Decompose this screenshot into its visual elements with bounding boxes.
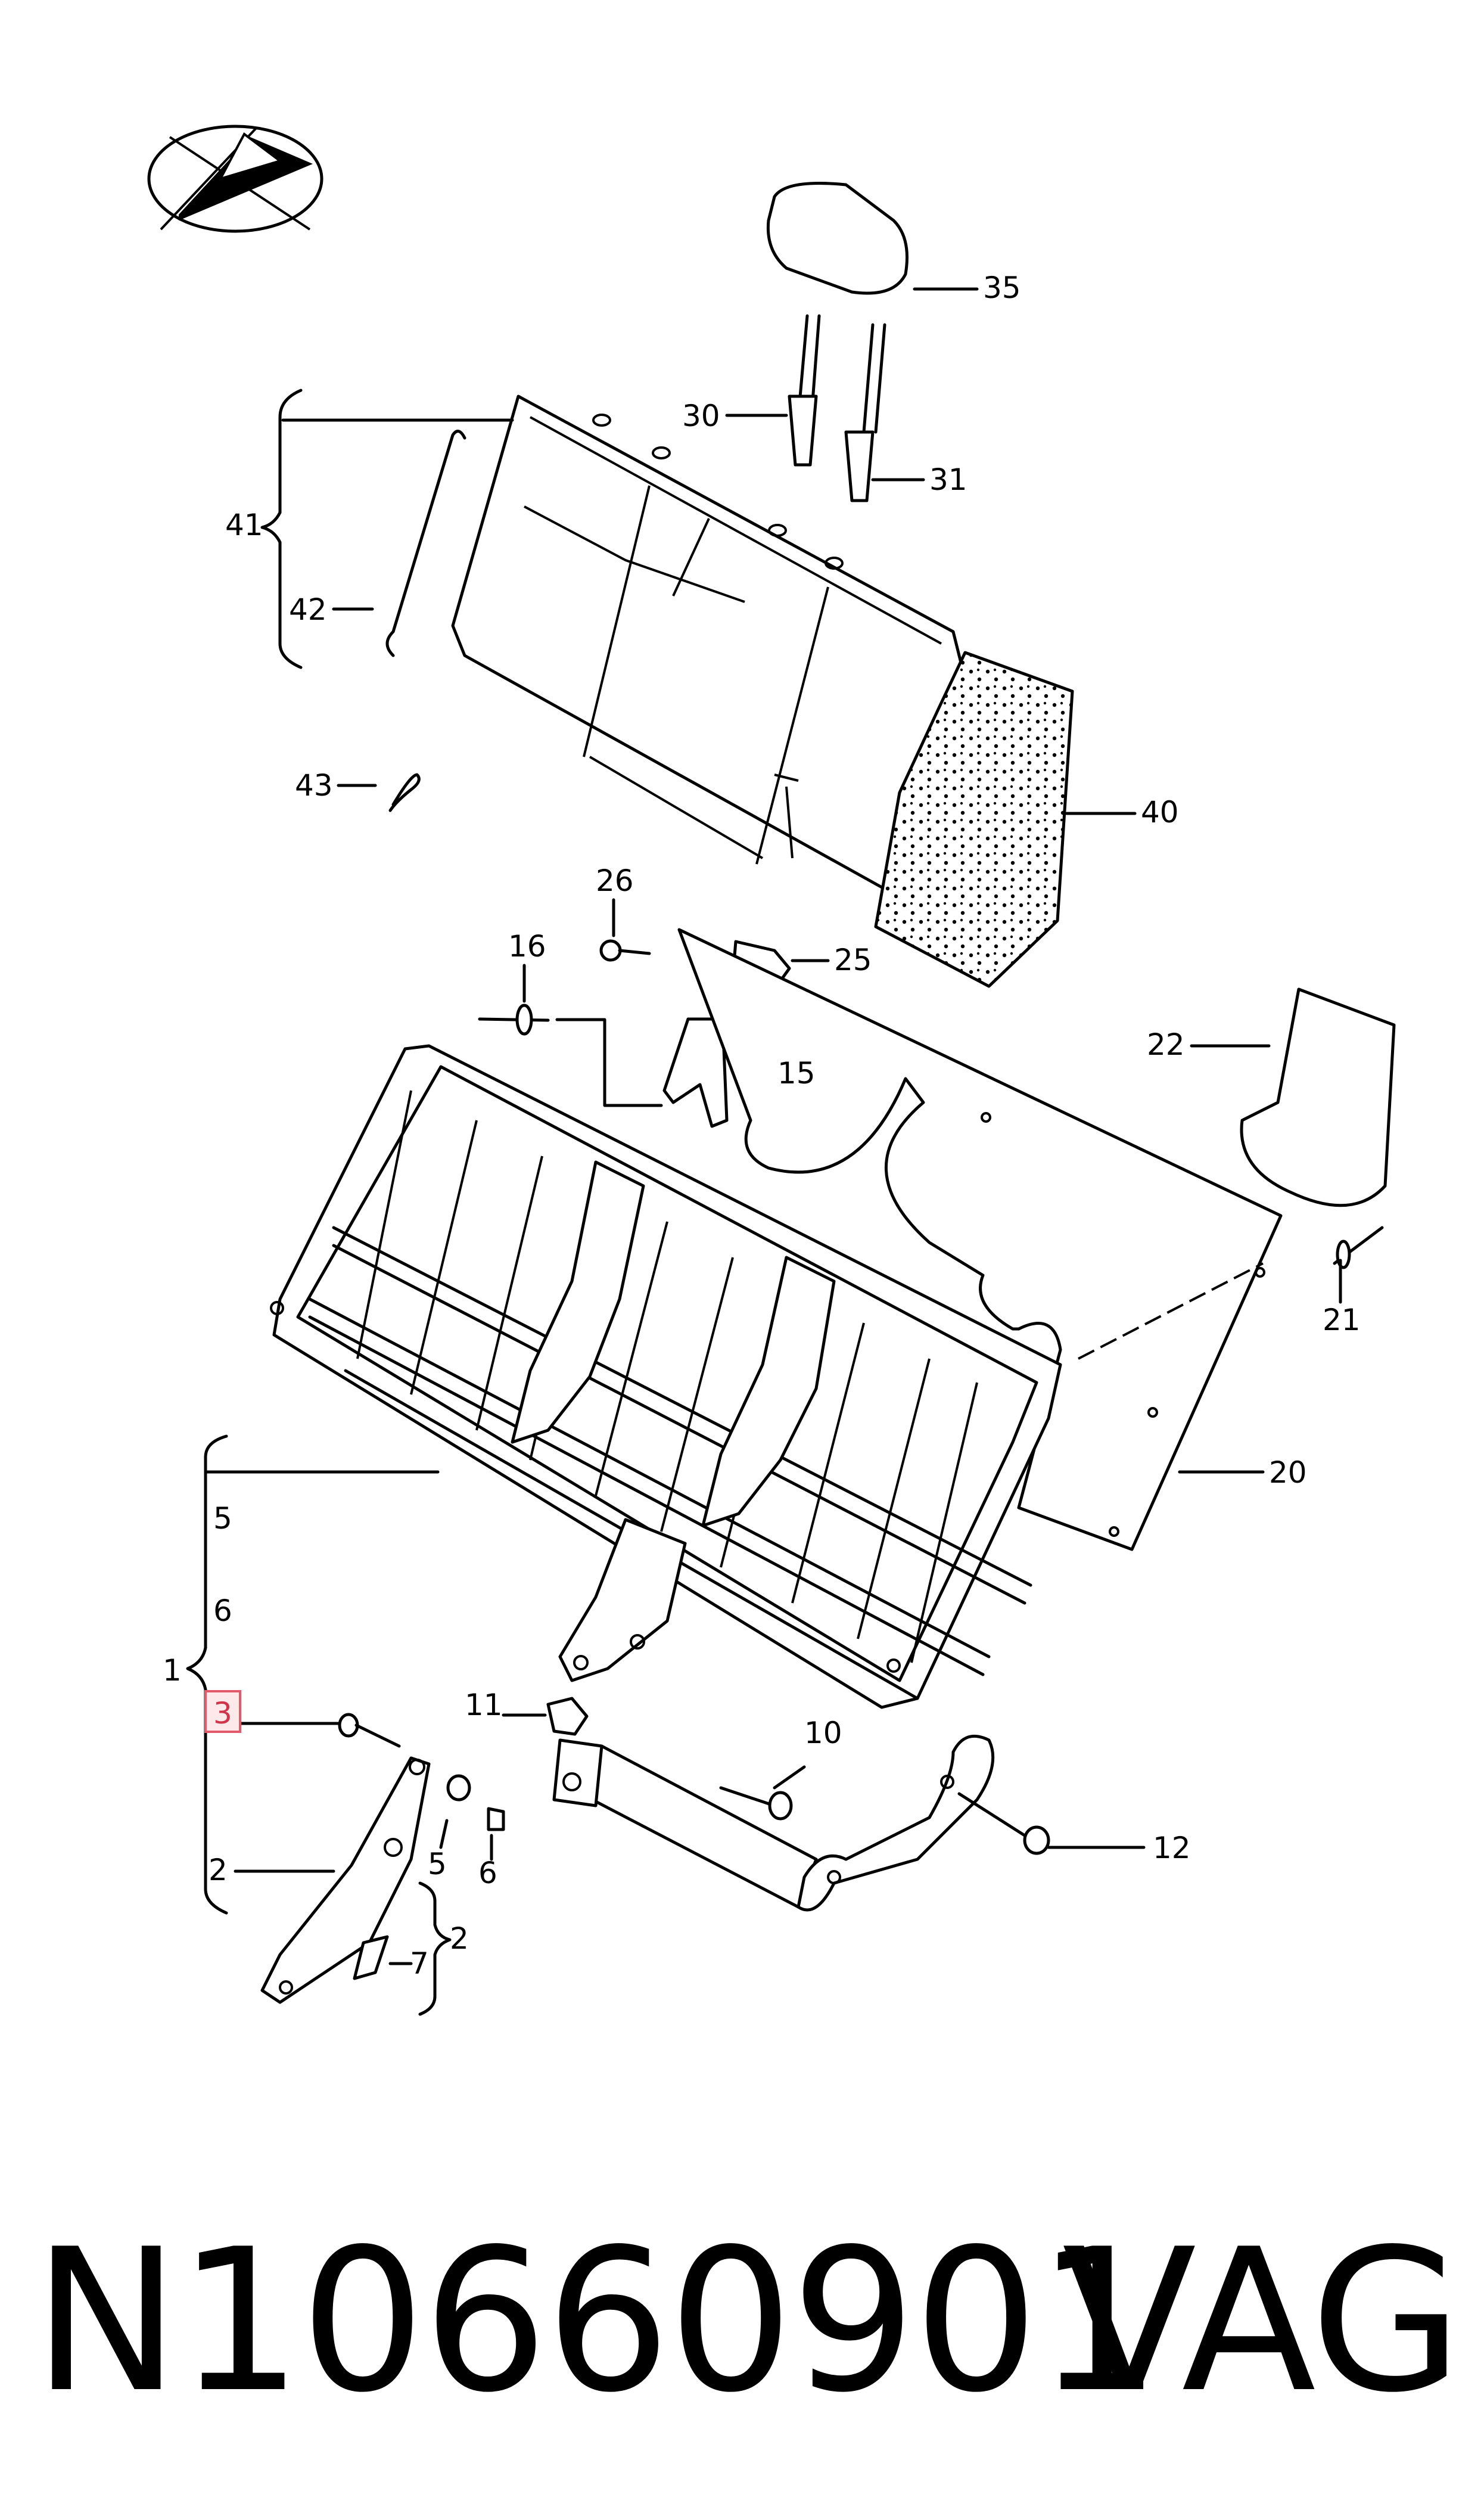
headrest-guide-left — [725, 395, 818, 467]
clip — [337, 773, 421, 812]
callout-1: 1 — [163, 1653, 182, 1688]
callout-22: 22 — [1147, 1027, 1185, 1062]
callout-3: 3 — [213, 1696, 232, 1731]
rivet-16 — [478, 964, 663, 1107]
callout-21: 21 — [1323, 1303, 1361, 1337]
bracket-2 — [418, 1881, 452, 2016]
backrest-panel-20 — [677, 928, 1283, 1551]
callout-26: 26 — [596, 864, 634, 898]
callout-6-a: 6 — [213, 1594, 232, 1628]
headrest-guide-right — [844, 430, 925, 502]
bracket-41 — [260, 389, 514, 669]
callout-5-b: 5 — [428, 1847, 447, 1881]
callout-16: 16 — [508, 929, 546, 964]
bolt-26 — [599, 898, 651, 962]
brand-name: VAG — [1062, 2207, 1463, 2436]
part-number: N10660901 — [33, 2207, 1162, 2436]
callout-11: 11 — [465, 1688, 503, 1722]
callout-31: 31 — [929, 462, 967, 497]
callout-7: 7 — [410, 1946, 429, 1981]
callout-6-b: 6 — [478, 1856, 497, 1890]
callout-30: 30 — [682, 399, 720, 433]
backrest-cover — [451, 395, 967, 896]
washer-5 — [439, 1774, 471, 1849]
hinge-plate-2 — [234, 1756, 431, 2004]
callout-labels: 35 30 31 41 42 43 40 26 25 16 15 22 21 2… — [163, 271, 1361, 1981]
callout-5-a: 5 — [213, 1501, 232, 1536]
backrest-padding — [874, 651, 1137, 988]
bracket-1 — [186, 1434, 228, 1915]
backrest-panel-22 — [1190, 987, 1396, 1207]
callout-40: 40 — [1141, 795, 1179, 830]
cap-6 — [487, 1807, 505, 1861]
callout-35: 35 — [983, 271, 1021, 305]
hinge-lower — [558, 1518, 687, 1682]
rivet-21 — [1333, 1226, 1384, 1304]
bolt-10 — [719, 1765, 806, 1821]
nut-11 — [502, 1697, 589, 1736]
callout-10: 10 — [804, 1716, 842, 1750]
direction-arrow-icon — [147, 125, 323, 233]
callout-3-highlight — [204, 1690, 241, 1733]
callout-20: 20 — [1269, 1455, 1307, 1490]
callout-42: 42 — [289, 592, 327, 627]
callout-2-b: 2 — [450, 1921, 469, 1956]
backrest-frame — [204, 1044, 1062, 1709]
callout-2-a: 2 — [209, 1853, 228, 1887]
callout-25: 25 — [834, 943, 872, 977]
axle — [552, 1734, 995, 1912]
callout-15: 15 — [777, 1056, 816, 1091]
bolt-12 — [957, 1792, 1146, 1855]
callout-12: 12 — [1153, 1831, 1191, 1865]
parts-diagram: 35 30 31 41 42 43 40 26 25 16 15 22 21 2… — [147, 125, 1396, 2016]
bolt-3 — [239, 1713, 401, 1748]
callout-43: 43 — [295, 768, 333, 803]
piece-7 — [353, 1935, 413, 1980]
callout-41: 41 — [225, 508, 263, 542]
exploded-view-drawing: 35 30 31 41 42 43 40 26 25 16 15 22 21 2… — [147, 125, 1396, 2016]
headrest — [766, 182, 979, 434]
